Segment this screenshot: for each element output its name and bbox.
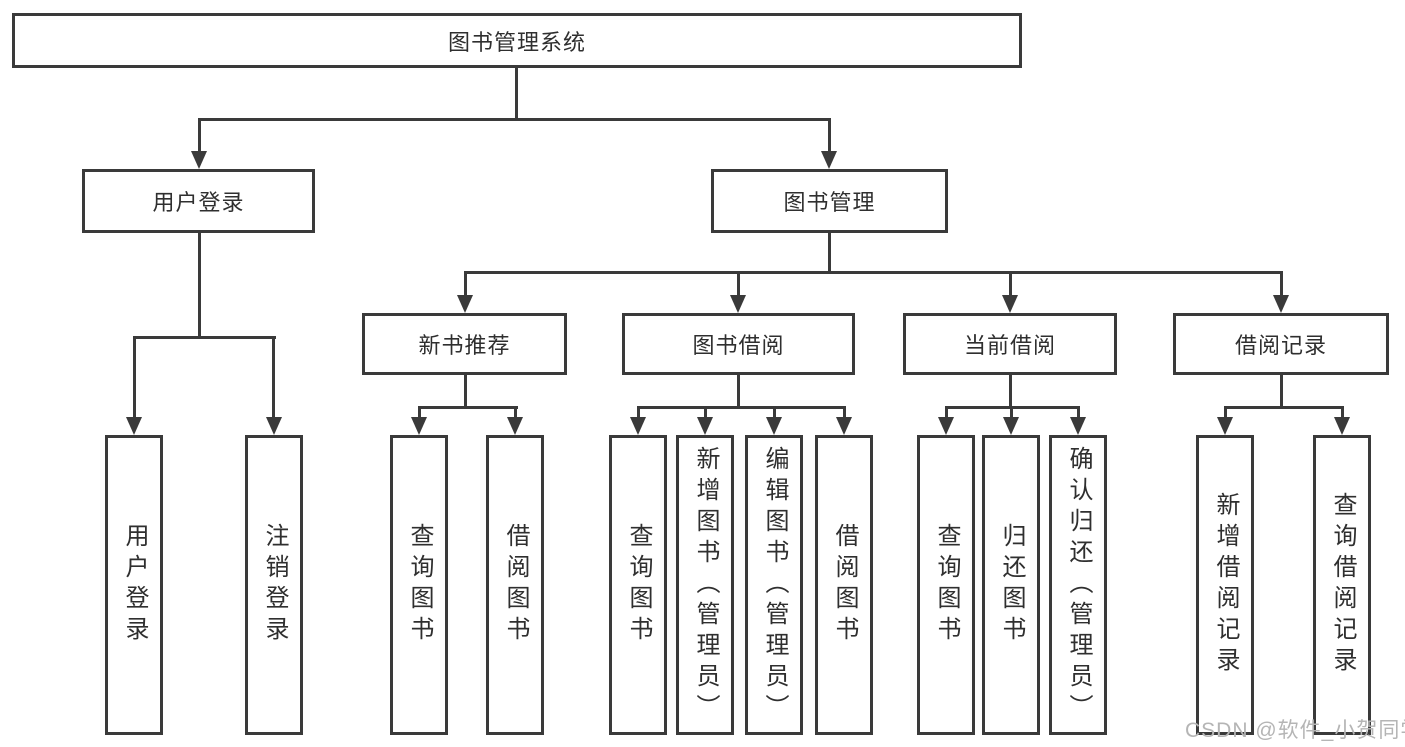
connector-leaf	[773, 406, 776, 417]
connector-newbooks-stem	[464, 375, 467, 406]
connector-leaf	[637, 406, 640, 417]
leaf-logout: 注销登录	[245, 435, 303, 735]
leaf-rec-add-record: 新增借阅记录	[1196, 435, 1254, 735]
leaf-bb-edit-books-admin: 编辑图书（管理员）	[745, 435, 803, 735]
leaf-cb-return-books: 归还图书	[982, 435, 1040, 735]
node-root: 图书管理系统	[12, 13, 1022, 68]
connector-leaf	[514, 406, 517, 417]
arrow-down-icon	[411, 417, 427, 435]
connector-borrowing-stem	[737, 375, 740, 406]
arrow-down-icon	[126, 417, 142, 435]
connector-to-records	[1280, 271, 1283, 295]
node-new-book-recommend: 新书推荐	[362, 313, 567, 375]
leaf-user-login: 用户登录	[105, 435, 163, 735]
leaf-nb-borrow-books: 借阅图书	[486, 435, 544, 735]
node-book-management: 图书管理	[711, 169, 948, 233]
connector-to-user-login	[198, 118, 201, 151]
arrow-down-icon	[1217, 417, 1233, 435]
leaf-bb-borrow-books: 借阅图书	[815, 435, 873, 735]
node-current-borrowing: 当前借阅	[903, 313, 1117, 375]
node-root-label: 图书管理系统	[447, 29, 586, 55]
arrow-down-icon	[836, 417, 852, 435]
connector-leaf	[418, 406, 421, 417]
connector-user-stem	[198, 233, 201, 336]
node-borrow-records: 借阅记录	[1173, 313, 1389, 375]
node-current-borrowing-label: 当前借阅	[963, 333, 1056, 358]
node-new-book-recommend-label: 新书推荐	[418, 333, 511, 358]
connector-book-stem	[828, 233, 831, 271]
node-book-borrowing-label: 图书借阅	[692, 333, 785, 358]
arrow-down-icon	[1002, 295, 1018, 313]
arrow-down-icon	[1003, 417, 1019, 435]
leaf-nb-query-books: 查询图书	[390, 435, 448, 735]
leaf-bb-add-books-admin-label: 新增图书（管理员）	[692, 445, 719, 725]
leaf-rec-query-record: 查询借阅记录	[1313, 435, 1371, 735]
connector-to-leaf-logout	[272, 336, 275, 417]
leaf-nb-query-books-label: 查询图书	[406, 523, 433, 647]
arrow-down-icon	[938, 417, 954, 435]
node-book-management-label: 图书管理	[783, 190, 876, 215]
node-user-login: 用户登录	[82, 169, 315, 233]
connector-records-stem	[1280, 375, 1283, 406]
connector-book-branch	[464, 271, 1283, 274]
arrow-down-icon	[821, 151, 837, 169]
connector-to-current	[1009, 271, 1012, 295]
connector-current-stem	[1009, 375, 1012, 406]
arrow-down-icon	[1334, 417, 1350, 435]
connector-records-branch	[1224, 406, 1344, 409]
leaf-cb-return-books-label: 归还图书	[998, 523, 1025, 647]
connector-to-leaf-user-login	[133, 336, 136, 417]
leaf-logout-label: 注销登录	[261, 523, 288, 647]
leaf-rec-query-record-label: 查询借阅记录	[1329, 492, 1356, 678]
connector-to-borrowing	[737, 271, 740, 295]
arrow-down-icon	[266, 417, 282, 435]
connector-borrowing-branch	[637, 406, 846, 409]
arrow-down-icon	[766, 417, 782, 435]
leaf-bb-query-books: 查询图书	[609, 435, 667, 735]
connector-user-branch	[133, 336, 276, 339]
arrow-down-icon	[630, 417, 646, 435]
leaf-rec-add-record-label: 新增借阅记录	[1212, 492, 1239, 678]
connector-leaf	[1341, 406, 1344, 417]
connector-newbooks-branch	[418, 406, 518, 409]
connector-leaf	[1077, 406, 1080, 417]
connector-leaf	[1010, 406, 1013, 417]
connector-root-branch	[198, 118, 831, 121]
node-book-borrowing: 图书借阅	[622, 313, 855, 375]
arrow-down-icon	[697, 417, 713, 435]
leaf-bb-edit-books-admin-label: 编辑图书（管理员）	[761, 445, 788, 725]
leaf-cb-query-books-label: 查询图书	[933, 523, 960, 647]
leaf-nb-borrow-books-label: 借阅图书	[502, 523, 529, 647]
arrow-down-icon	[507, 417, 523, 435]
leaf-cb-confirm-return-admin-label: 确认归还（管理员）	[1065, 445, 1092, 725]
arrow-down-icon	[1070, 417, 1086, 435]
leaf-bb-add-books-admin: 新增图书（管理员）	[676, 435, 734, 735]
leaf-bb-query-books-label: 查询图书	[625, 523, 652, 647]
leaf-cb-query-books: 查询图书	[917, 435, 975, 735]
connector-to-book-management	[828, 118, 831, 151]
connector-leaf	[945, 406, 948, 417]
connector-root-stem	[515, 68, 518, 118]
arrow-down-icon	[1273, 295, 1289, 313]
csdn-watermark: CSDN @软件_小贺同学	[1185, 719, 1405, 742]
leaf-user-login-label: 用户登录	[121, 523, 148, 647]
arrow-down-icon	[191, 151, 207, 169]
leaf-bb-borrow-books-label: 借阅图书	[831, 523, 858, 647]
node-borrow-records-label: 借阅记录	[1234, 333, 1327, 358]
arrow-down-icon	[730, 295, 746, 313]
leaf-cb-confirm-return-admin: 确认归还（管理员）	[1049, 435, 1107, 735]
connector-leaf	[843, 406, 846, 417]
connector-to-new-books	[464, 271, 467, 295]
node-user-login-label: 用户登录	[152, 190, 245, 215]
connector-leaf	[1224, 406, 1227, 417]
arrow-down-icon	[457, 295, 473, 313]
connector-leaf	[704, 406, 707, 417]
